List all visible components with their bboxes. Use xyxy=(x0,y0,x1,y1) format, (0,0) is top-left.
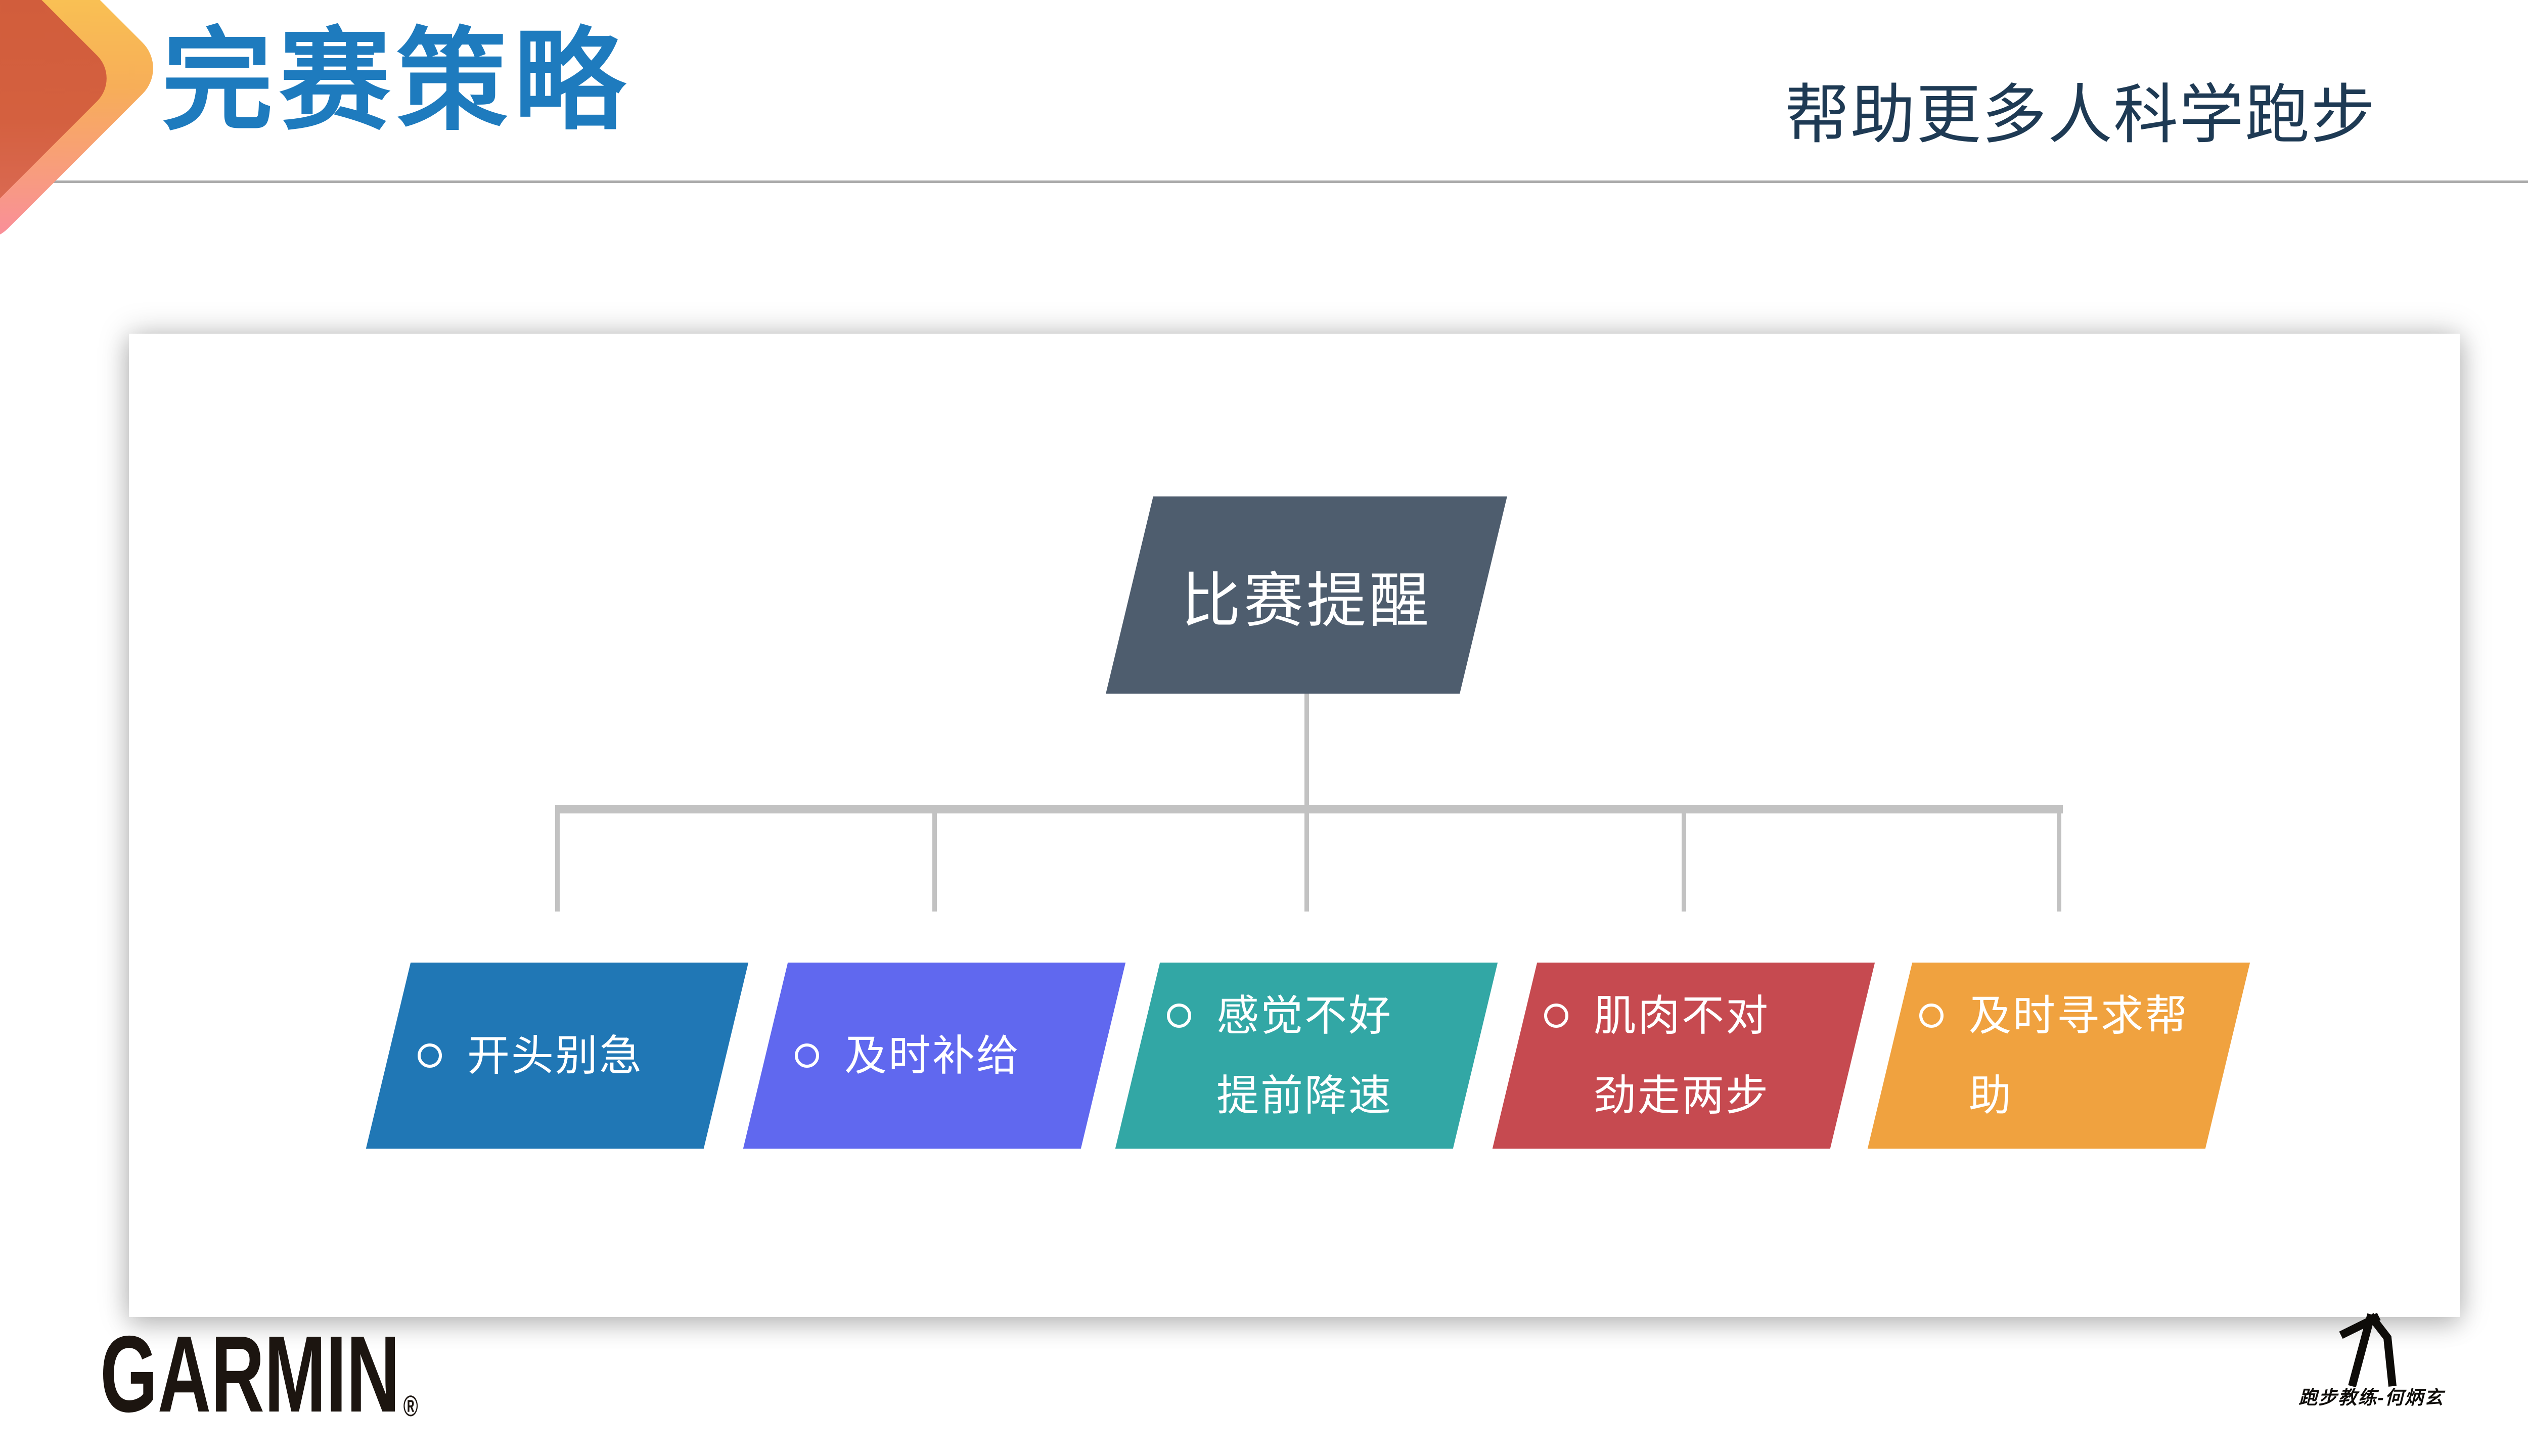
branch-node-2: 及时补给 xyxy=(743,963,1126,1149)
coach-credit: 跑步教练-何炳玄 xyxy=(2298,1387,2444,1408)
branch-label: 开头别急 xyxy=(467,1032,644,1079)
branch-node-5: 及时寻求帮 助 xyxy=(1867,963,2250,1149)
connector-drop-4 xyxy=(1682,812,1686,912)
branch-label-line2: 劲走两步 xyxy=(1594,1072,1770,1119)
bullet-circle-icon xyxy=(1544,1004,1568,1028)
branch-label-line1: 感觉不好 xyxy=(1216,992,1393,1039)
connector-drop-1 xyxy=(555,812,560,912)
root-node: 比赛提醒 xyxy=(1106,496,1507,694)
garmin-wordmark: GARMIN xyxy=(100,1313,400,1435)
bullet-circle-icon xyxy=(1167,1004,1191,1028)
connector-crossbar xyxy=(555,805,2063,813)
root-node-label: 比赛提醒 xyxy=(1181,567,1432,634)
branch-label: 及时补给 xyxy=(844,1032,1021,1079)
branch-node-4: 肌肉不对 劲走两步 xyxy=(1492,963,1875,1149)
connector-stem xyxy=(1304,694,1309,806)
runner-logo-icon xyxy=(2326,1312,2422,1391)
registered-trademark-icon: ® xyxy=(403,1390,418,1423)
bullet-circle-icon xyxy=(418,1043,442,1068)
connector-drop-5 xyxy=(2057,812,2061,912)
connector-drop-2 xyxy=(932,812,937,912)
slide-title: 完赛策略 xyxy=(162,19,631,143)
connector-drop-3 xyxy=(1304,812,1309,912)
branch-node-3: 感觉不好 提前降速 xyxy=(1115,963,1498,1149)
branch-label-line2: 助 xyxy=(1969,1072,2013,1119)
branch-label-line2: 提前降速 xyxy=(1216,1072,1393,1119)
garmin-logo: GARMIN ® xyxy=(100,1320,418,1428)
slide-tagline: 帮助更多人科学跑步 xyxy=(1784,79,2376,151)
content-card xyxy=(129,334,2460,1317)
bullet-circle-icon xyxy=(795,1043,819,1068)
header-underline xyxy=(0,180,2528,183)
branch-node-1: 开头别急 xyxy=(366,963,749,1149)
branch-label-line1: 及时寻求帮 xyxy=(1969,992,2189,1039)
bullet-circle-icon xyxy=(1919,1004,1944,1028)
branch-label-line1: 肌肉不对 xyxy=(1594,992,1770,1039)
